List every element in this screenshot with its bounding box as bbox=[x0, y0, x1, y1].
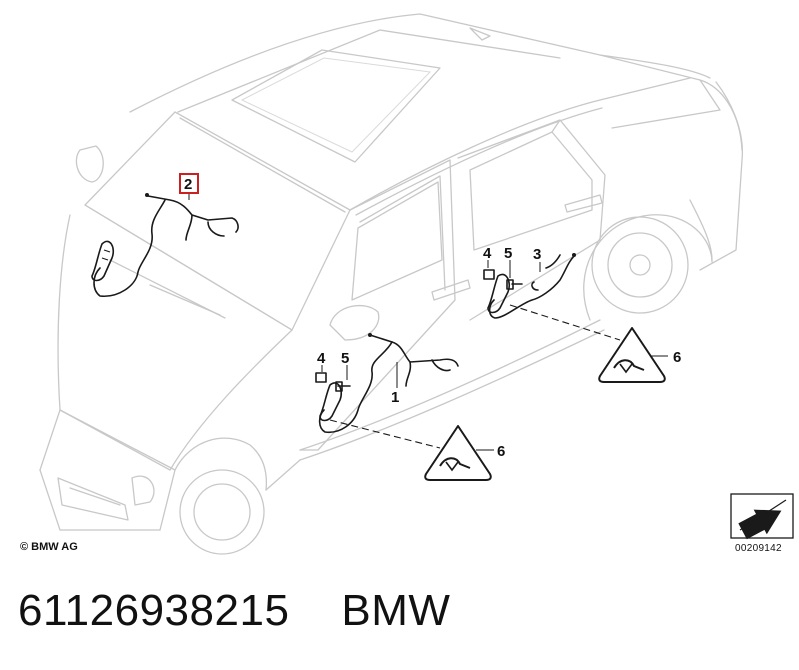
part-number: 61126938215 bbox=[18, 586, 290, 635]
routing-lines bbox=[329, 304, 621, 449]
callout-1[interactable]: 1 bbox=[391, 389, 399, 406]
callout-6-front[interactable]: 6 bbox=[497, 443, 505, 460]
callout-4-front[interactable]: 4 bbox=[317, 350, 326, 367]
callout-2[interactable]: 2 bbox=[184, 176, 192, 193]
car-outline bbox=[39, 13, 744, 555]
parts-diagram: 2 1 3 4 5 4 5 6 6 bbox=[39, 13, 794, 555]
harness-part-1 bbox=[315, 333, 459, 434]
warning-label-rear bbox=[598, 327, 666, 383]
highlight-box-part-2 bbox=[179, 173, 199, 194]
harness-part-2 bbox=[91, 193, 239, 297]
callout-3[interactable]: 3 bbox=[533, 246, 541, 263]
callout-5-front[interactable]: 5 bbox=[341, 350, 349, 367]
drawing-number: 00209142 bbox=[735, 543, 782, 554]
callout-5-rear[interactable]: 5 bbox=[504, 245, 512, 262]
footer-caption: 61126938215 BMW bbox=[18, 586, 450, 636]
harness-part-3 bbox=[483, 253, 576, 319]
brand-name: BMW bbox=[341, 586, 451, 635]
copyright-notice: © BMW AG bbox=[20, 541, 78, 553]
view-direction-icon bbox=[730, 493, 794, 540]
callout-4-rear[interactable]: 4 bbox=[483, 245, 492, 262]
callout-6-rear[interactable]: 6 bbox=[673, 349, 681, 366]
warning-label-front bbox=[424, 425, 492, 481]
leader-lines bbox=[188, 193, 668, 451]
